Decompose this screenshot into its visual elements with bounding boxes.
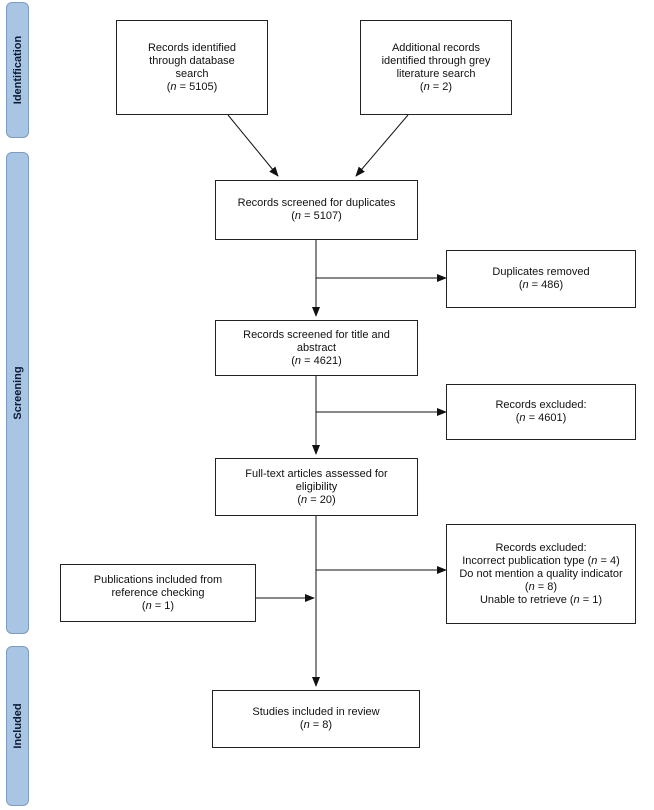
duplicates-removed-line-1: Duplicates removed <box>492 266 590 278</box>
box-grey-literature: Additional records identified through gr… <box>360 20 512 115</box>
full-text-count: (n = 20) <box>297 493 336 506</box>
box-full-text: Full-text articles assessed for eligibil… <box>215 458 418 516</box>
reference-checking-line-2: reference checking <box>111 586 205 599</box>
excluded-title-line-1: Records excluded: <box>495 399 587 411</box>
arrow-database-to-duplicates <box>227 114 279 177</box>
box-reference-checking: Publications included from reference che… <box>60 564 256 622</box>
screened-title-line-1: Records screened for title and <box>243 328 390 341</box>
database-search-line-2: through database <box>149 54 235 67</box>
box-excluded-full-text: Records excluded: Incorrect publication … <box>446 524 636 624</box>
full-text-line-2: eligibility <box>295 480 338 493</box>
box-duplicates-removed: Duplicates removed (n = 486) <box>446 250 636 308</box>
box-included-studies: Studies included in review (n = 8) <box>212 690 420 748</box>
excluded-fulltext-title: Records excluded: <box>495 541 587 554</box>
included-studies-count: (n = 8) <box>299 719 333 731</box>
grey-literature-line-2: identified through grey <box>381 54 491 67</box>
phase-included: Included <box>6 646 29 806</box>
box-database-search: Records identified through database sear… <box>116 20 268 115</box>
grey-literature-line-1: Additional records <box>391 41 481 54</box>
database-search-count: (n = 5105) <box>166 80 218 93</box>
arrow-grey-to-duplicates <box>355 114 409 177</box>
grey-literature-line-3: literature search <box>396 67 476 80</box>
grey-literature-count: (n = 2) <box>419 80 453 93</box>
database-search-line-3: search <box>175 67 209 80</box>
screened-title-count: (n = 4621) <box>291 354 342 367</box>
screened-duplicates-count: (n = 5107) <box>291 210 342 222</box>
excluded-fulltext-reason-2: Do not mention a quality indicator (n = … <box>459 567 623 593</box>
excluded-fulltext-reason-1: Incorrect publication type (n = 4) <box>462 554 620 567</box>
phase-identification: Identification <box>6 2 29 138</box>
reference-checking-count: (n = 1) <box>141 599 175 612</box>
duplicates-removed-count: (n = 486) <box>518 279 564 291</box>
reference-checking-line-1: Publications included from <box>93 573 223 586</box>
excluded-fulltext-reason-3: Unable to retrieve (n = 1) <box>479 593 603 606</box>
box-screened-duplicates: Records screened for duplicates (n = 510… <box>215 180 418 240</box>
screened-duplicates-line-1: Records screened for duplicates <box>237 197 396 209</box>
database-search-line-1: Records identified <box>147 41 237 54</box>
box-screened-title-abstract: Records screened for title and abstract … <box>215 320 418 376</box>
included-studies-line-1: Studies included in review <box>252 706 380 718</box>
screened-title-line-2: abstract <box>296 341 337 354</box>
box-excluded-title-abstract: Records excluded: (n = 4601) <box>446 384 636 440</box>
full-text-line-1: Full-text articles assessed for <box>245 467 388 480</box>
phase-screening: Screening <box>6 152 29 634</box>
excluded-title-count: (n = 4601) <box>515 412 567 424</box>
